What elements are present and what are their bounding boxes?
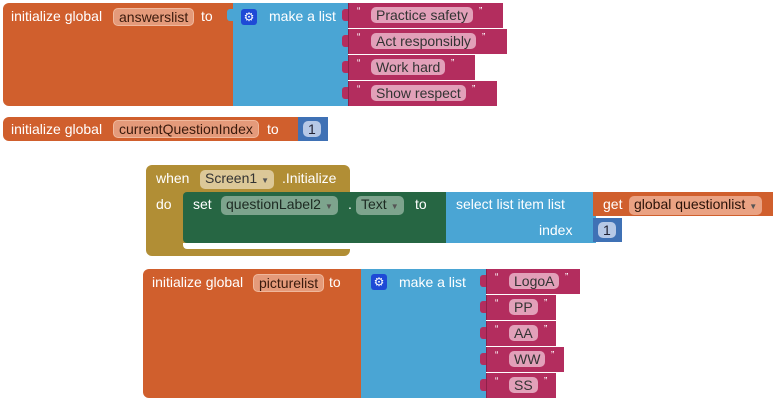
init-global-currentquestionindex-block[interactable]: initialize global currentQuestionIndex t… [3,117,303,141]
text-string-block[interactable]: “ WW ” [486,347,564,372]
connector [342,9,348,21]
close-quote-icon: ” [551,350,555,361]
number-field[interactable]: 1 [303,121,321,137]
get-keyword: get [603,196,623,212]
keyword: initialize global [152,274,244,290]
index-label: index [539,222,573,238]
component-dropdown[interactable]: questionLabel2▼ [221,196,338,215]
keyword: initialize global [11,121,103,137]
text-field[interactable]: AA [509,325,538,341]
variable-name-field[interactable]: picturelist [253,274,325,292]
text-field[interactable]: LogoA [509,273,560,289]
set-keyword: set [193,196,212,212]
variable-name-field[interactable]: currentQuestionIndex [113,120,259,138]
keyword-to: to [329,274,341,290]
open-quote-icon: “ [495,350,499,361]
init-global-answerslist-block[interactable]: initialize global answerslist to [3,3,243,106]
make-a-list-label: make a list [269,8,336,24]
open-quote-icon: “ [357,58,361,69]
text-string-block[interactable]: “ Show respect ” [348,81,497,106]
text-field[interactable]: Show respect [371,85,466,101]
close-quote-icon: ” [472,84,476,95]
connector [342,35,348,47]
do-keyword: do [156,196,172,212]
text-field[interactable]: Work hard [371,59,446,75]
variable-dropdown[interactable]: global questionlist▼ [629,196,763,215]
text-string-block[interactable]: “ Practice safety ” [348,3,503,28]
text-field[interactable]: WW [509,351,546,367]
init-global-picturelist-block[interactable]: initialize global picturelist to [143,269,368,398]
open-quote-icon: “ [495,376,499,387]
set-property-block[interactable]: set questionLabel2▼ . Text▼ to [183,192,453,243]
variable-name-field[interactable]: answerslist [113,8,195,26]
connector [342,61,348,73]
text-string-block[interactable]: “ LogoA ” [486,269,580,294]
open-quote-icon: “ [357,6,361,17]
connector [480,379,486,391]
close-quote-icon: ” [565,272,569,283]
close-quote-icon: ” [479,6,483,17]
text-string-block[interactable]: “ Work hard ” [348,55,475,80]
make-a-list-label: make a list [399,274,466,290]
connector [480,327,486,339]
open-quote-icon: “ [495,298,499,309]
number-field[interactable]: 1 [598,222,616,238]
number-block[interactable]: 1 [593,218,622,242]
close-quote-icon: ” [544,376,548,387]
event-name: .Initialize [282,170,337,186]
keyword: initialize global [11,8,103,24]
component-dropdown[interactable]: Screen1▼ [200,170,275,189]
connector [342,87,348,99]
keyword-to: to [201,8,213,24]
gear-icon[interactable]: ⚙ [371,274,387,290]
text-string-block[interactable]: “ SS ” [486,373,556,398]
property-name: Text [361,196,387,212]
close-quote-icon: ” [544,298,548,309]
connector [480,353,486,365]
open-quote-icon: “ [495,324,499,335]
text-string-block[interactable]: “ Act responsibly ” [348,29,507,54]
select-list-item-label: select list item list [456,196,565,212]
connector [480,301,486,313]
dropdown-arrow-icon: ▼ [261,176,270,185]
when-keyword: when [156,170,190,186]
make-a-list-block[interactable]: ⚙ make a list [361,269,486,398]
dot: . [348,196,352,212]
gear-icon[interactable]: ⚙ [241,9,257,25]
open-quote-icon: “ [495,272,499,283]
number-block[interactable]: 1 [298,117,328,141]
variable-name: global questionlist [634,196,746,212]
to-keyword: to [415,196,427,212]
open-quote-icon: “ [357,84,361,95]
property-dropdown[interactable]: Text▼ [356,196,404,215]
text-field[interactable]: Practice safety [371,7,473,23]
close-quote-icon: ” [451,58,455,69]
get-variable-block[interactable]: get global questionlist▼ [593,192,773,216]
dropdown-arrow-icon: ▼ [390,202,399,211]
connector [227,9,233,21]
connector [480,275,486,287]
close-quote-icon: ” [544,324,548,335]
statement-gap [183,243,350,249]
text-field[interactable]: PP [509,299,538,315]
text-string-block[interactable]: “ PP ” [486,295,556,320]
text-field[interactable]: SS [509,377,538,393]
dropdown-arrow-icon: ▼ [749,202,758,211]
make-a-list-block[interactable]: ⚙ make a list [233,3,348,106]
keyword-to: to [267,121,279,137]
component-name: questionLabel2 [226,196,321,212]
dropdown-arrow-icon: ▼ [324,202,333,211]
component-name: Screen1 [205,170,258,186]
close-quote-icon: ” [482,32,486,43]
text-field[interactable]: Act responsibly [371,33,476,49]
text-string-block[interactable]: “ AA ” [486,321,556,346]
select-list-item-block[interactable]: select list item list index [446,192,596,243]
open-quote-icon: “ [357,32,361,43]
